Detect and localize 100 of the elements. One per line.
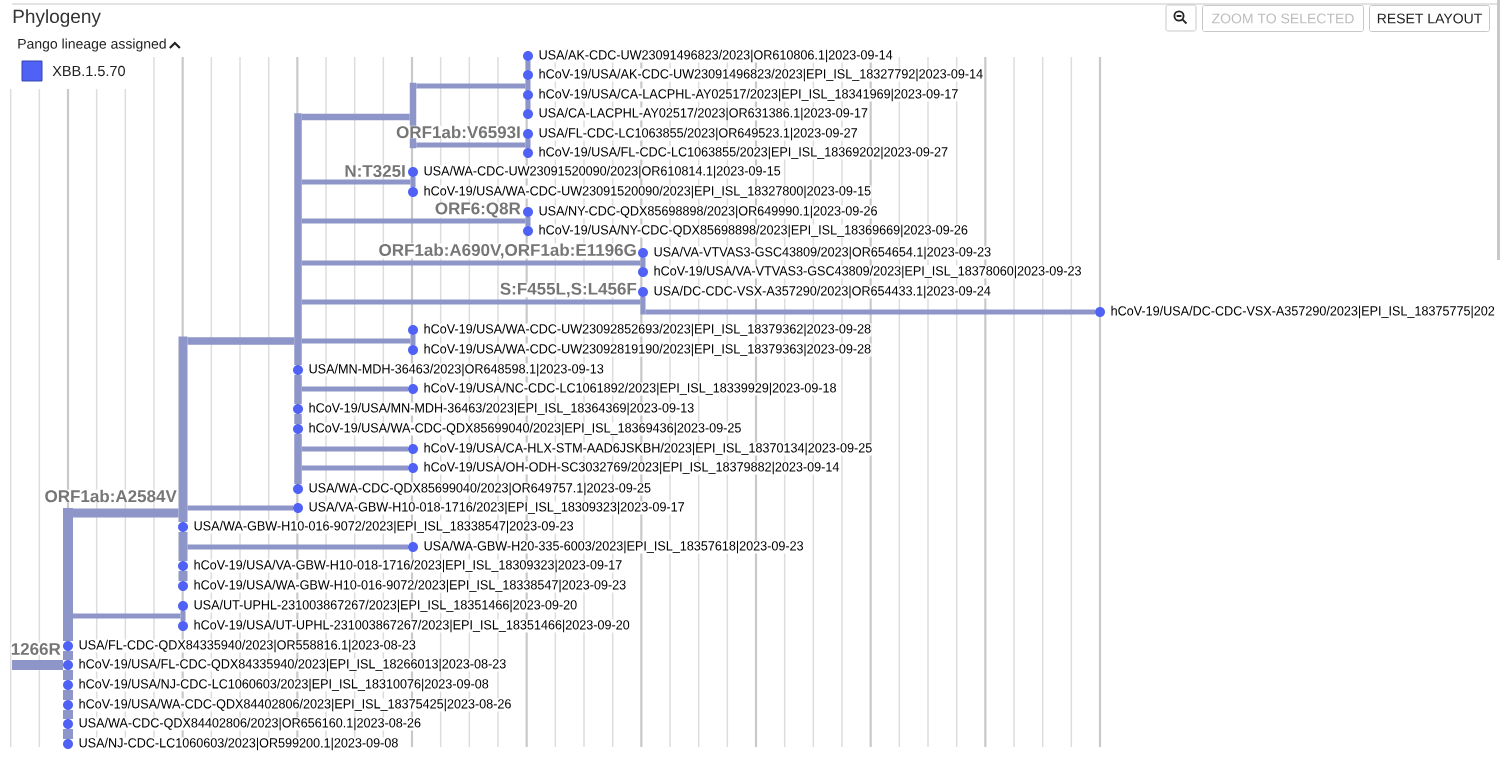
legend-label: XBB.1.5.70 [52, 65, 125, 77]
tree-branch [63, 616, 73, 641]
tree-branch [294, 113, 302, 182]
tree-branch [294, 221, 302, 263]
tree-branch [178, 513, 188, 522]
tree-branch [640, 258, 646, 263]
tree-branch [525, 145, 531, 148]
tree-branch [63, 690, 73, 700]
tree-branch [525, 221, 531, 226]
tree-branch [178, 547, 188, 561]
tree-branch [525, 80, 531, 86]
sample-label: USA/FL-CDC-LC1063855/2023|OR649523.1|2023-09-27 [538, 127, 859, 141]
tree-branch [63, 508, 73, 616]
sample-label: hCoV-19/USA/NY-CDC-QDX85698898/2023|EPI_ISL_18369669|2023-09-26 [538, 224, 969, 238]
sample-label: USA/AK-CDC-UW23091496823/2023|OR610806.1|2023-09-14 [538, 49, 894, 63]
sample-label: hCoV-19/USA/WA-CDC-UW23092852693/2023|EPI_ISL_18379362|2023-09-28 [423, 323, 872, 337]
mutation-label: S:F455L,S:L456F [499, 282, 637, 298]
sample-label: USA/VA-VTVAS3-GSC43809/2023|OR654654.1|2023-09-23 [653, 246, 992, 260]
tree-branch [525, 139, 531, 145]
tree-branch [301, 338, 411, 344]
tree-branch [301, 386, 408, 392]
sample-label: USA/VA-GBW-H10-018-1716/2023|EPI_ISL_18309323|2023-09-17 [308, 501, 686, 515]
sample-label: USA/WA-CDC-QDX84402806/2023|OR656160.1|2023-08-26 [78, 717, 422, 731]
tree-branch [640, 297, 646, 302]
legend-heading: Pango lineage assigned [18, 38, 166, 52]
tree-branch [187, 505, 293, 511]
sample-label: USA/DC-CDC-VSX-A357290/2023|OR654433.1|2023-09-24 [653, 285, 992, 299]
tree-branch [301, 446, 408, 452]
tree-branch [409, 117, 417, 149]
tree-branch [410, 341, 416, 345]
tree-branch [640, 302, 646, 315]
tree-branch [301, 260, 641, 266]
tree-branch [301, 218, 526, 224]
sample-label: hCoV-19/USA/WA-GBW-H10-016-9072/2023|EPI_ISL_18338547|2023-09-23 [193, 579, 627, 593]
sample-label: hCoV-19/USA/VA-GBW-H10-018-1716/2023|EPI_ISL_18309323|2023-09-17 [193, 559, 623, 573]
sample-label: hCoV-19/USA/FL-CDC-QDX84335940/2023|EPI_ISL_18266013|2023-08-23 [78, 658, 507, 672]
sample-label: USA/UT-UPHL-231003867267/2023|EPI_ISL_18351466|2023-09-20 [193, 599, 578, 613]
reset-layout-button: RESET LAYOUT [1369, 5, 1490, 32]
sample-label: hCoV-19/USA/OH-ODH-SC3032769/2023|EPI_ISL_18379882|2023-09-14 [423, 461, 840, 475]
tree-branch [63, 729, 73, 739]
panel-title: Phylogeny [13, 9, 101, 27]
mutation-label: N:T325I [344, 164, 406, 178]
tree-branch [525, 61, 531, 70]
mutation-label: ORF6:Q8R [434, 202, 521, 218]
tree-branch [12, 660, 63, 670]
tree-branch [180, 611, 186, 616]
sample-label: USA/WA-GBW-H10-016-9072/2023|EPI_ISL_18338547|2023-09-23 [193, 520, 575, 534]
sample-label: hCoV-19/USA/FL-CDC-LC1063855/2023|EPI_ISL_18369202|2023-09-27 [538, 146, 949, 160]
tree-branch [301, 299, 641, 305]
sample-label: hCoV-19/USA/NC-CDC-LC1061892/2023|EPI_ISL_18339929|2023-09-18 [423, 382, 837, 396]
tree-branch [410, 177, 416, 182]
tree-branch [73, 508, 179, 518]
sample-label: hCoV-19/USA/AK-CDC-UW23091496823/2023|EPI_ISL_18327792|2023-09-14 [538, 68, 984, 82]
sample-label: USA/WA-GBW-H20-335-6003/2023|EPI_ISL_18357618|2023-09-23 [423, 540, 805, 554]
zoom-to-selected-button: ZOOM TO SELECTED [1202, 5, 1364, 32]
tree-branch [416, 142, 526, 148]
sample-label: hCoV-19/USA/WA-CDC-QDX85699040/2023|EPI_ISL_18369436|2023-09-25 [308, 422, 742, 436]
sample-label: hCoV-19/USA/MN-MDH-36463/2023|EPI_ISL_18364369|2023-09-13 [308, 402, 695, 416]
tree-branch [294, 449, 302, 468]
sample-label: hCoV-19/USA/DC-CDC-VSX-A357290/2023|EPI_ISL_18375775|202 [1110, 305, 1496, 319]
mutation-label: 1266R [10, 642, 61, 655]
sample-label: USA/MN-MDH-36463/2023|OR648598.1|2023-09-13 [308, 363, 605, 377]
tree-branch [178, 571, 188, 581]
sample-label: USA/FL-CDC-QDX84335940/2023|OR558816.1|2023-08-23 [78, 639, 417, 653]
sample-label: hCoV-19/USA/WA-CDC-QDX84402806/2023|EPI_ISL_18375425|2023-08-26 [78, 698, 512, 712]
sample-label: hCoV-19/USA/WA-CDC-UW23091520090/2023|EPI_ISL_18327800|2023-09-15 [423, 185, 872, 199]
tree-branch [645, 309, 1095, 315]
tree-branch [187, 544, 408, 550]
tree-branch [63, 651, 73, 660]
sample-label: USA/CA-LACPHL-AY02517/2023|OR631386.1|2023-09-17 [538, 107, 869, 121]
tree-branch [301, 179, 411, 185]
tree-branch [178, 508, 188, 513]
sample-label: hCoV-19/USA/VA-VTVAS3-GSC43809/2023|EPI_ISL_18378060|2023-09-23 [653, 265, 1082, 279]
tree-branch [301, 465, 408, 471]
sample-label: hCoV-19/USA/UT-UPHL-231003867267/2023|EPI_ISL_18351466|2023-09-20 [193, 619, 631, 633]
sample-label: USA/NY-CDC-QDX85698898/2023|OR649990.1|2023-09-26 [538, 205, 878, 219]
tree-branch [294, 302, 302, 341]
tree-branch [640, 263, 646, 267]
sample-label: hCoV-19/USA/CA-HLX-STM-AAD6JSKBH/2023|EPI_ISL_18370134|2023-09-25 [423, 442, 873, 456]
sample-label: USA/WA-CDC-QDX85699040/2023|OR649757.1|2023-09-25 [308, 482, 652, 496]
sample-label: hCoV-19/USA/NJ-CDC-LC1060603/2023|EPI_ISL_18310076|2023-09-08 [78, 678, 490, 692]
tree-branch [525, 86, 531, 90]
tree-branch [294, 182, 302, 221]
tree-branch [63, 710, 73, 719]
sample-label: USA/WA-CDC-UW23091520090/2023|OR610814.1|2023-09-15 [423, 165, 782, 179]
mutation-label: ORF1ab:A2584V [44, 489, 177, 503]
tree-branch [63, 670, 73, 680]
tree-branch [178, 532, 188, 547]
tree-branch [416, 83, 526, 89]
sample-label: hCoV-19/USA/CA-LACPHL-AY02517/2023|EPI_ISL_18341969|2023-09-17 [538, 88, 959, 102]
tree-branch [410, 182, 416, 187]
mutation-label: ORF1ab:A690V,ORF1ab:E1196G [378, 243, 637, 259]
sample-label: hCoV-19/USA/WA-CDC-UW23092819190/2023|EPI_ISL_18379363|2023-09-28 [423, 343, 872, 357]
tree-branch [294, 263, 302, 302]
mutation-label: ORF1ab:V6593I [396, 125, 521, 139]
tree-branch [525, 217, 531, 221]
tree-branch [73, 613, 181, 619]
tree-branch [180, 616, 186, 621]
tree-branch [525, 100, 531, 109]
tree-branch [178, 336, 188, 508]
